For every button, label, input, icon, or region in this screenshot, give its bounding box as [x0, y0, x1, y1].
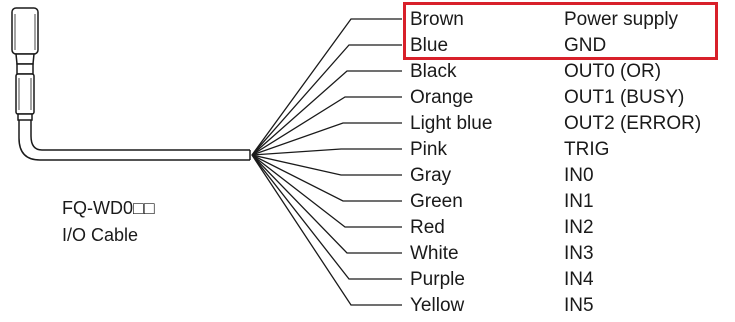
wire-signal-label: OUT2 (ERROR) [564, 113, 702, 134]
wire-line [251, 154, 402, 306]
wire-signal-label: Power supply [564, 9, 679, 30]
wire-color-label: Orange [410, 87, 474, 108]
wire-line [251, 148, 402, 156]
wire-line [251, 70, 402, 156]
wire-line [251, 154, 402, 280]
cable-caption-label: I/O Cable [62, 225, 139, 245]
wire-line [251, 44, 402, 156]
connector-plug [11, 7, 39, 121]
wire-line [251, 154, 402, 254]
cable-body [18, 120, 251, 161]
cable-model-label: FQ-WD0□□ [62, 198, 155, 218]
wire-color-label: Yellow [410, 295, 465, 316]
wire-color-label: Purple [410, 269, 465, 290]
wire-signal-label: GND [564, 35, 607, 56]
wire-color-label: Black [410, 61, 457, 82]
wire-line [251, 18, 402, 156]
wire-color-label: Green [410, 191, 463, 212]
wire-line [251, 154, 402, 202]
wire-signal-label: IN1 [564, 191, 594, 212]
wire-color-label: Gray [410, 165, 452, 186]
wire-signal-label: IN2 [564, 217, 594, 238]
wire-line [251, 122, 402, 156]
wire-signal-label: TRIG [564, 139, 610, 160]
wire-color-label: Brown [410, 9, 464, 30]
wire-color-label: Red [410, 217, 445, 238]
wire-signal-label: OUT0 (OR) [564, 61, 662, 82]
wire-signal-label: IN4 [564, 269, 594, 290]
wire-color-label: Light blue [410, 113, 493, 134]
wire-fanout [251, 18, 402, 306]
wire-color-label: Pink [410, 139, 447, 160]
wire-color-label: Blue [410, 35, 449, 56]
wire-signal-label: IN0 [564, 165, 594, 186]
wire-line [251, 96, 402, 156]
wire-signal-label: IN3 [564, 243, 594, 264]
wire-color-label: White [410, 243, 459, 264]
wire-line [251, 154, 402, 176]
highlight-box-power-wires [403, 2, 718, 60]
wire-line [251, 154, 402, 228]
wire-signal-label: OUT1 (BUSY) [564, 87, 685, 108]
wire-signal-label: IN5 [564, 295, 594, 316]
